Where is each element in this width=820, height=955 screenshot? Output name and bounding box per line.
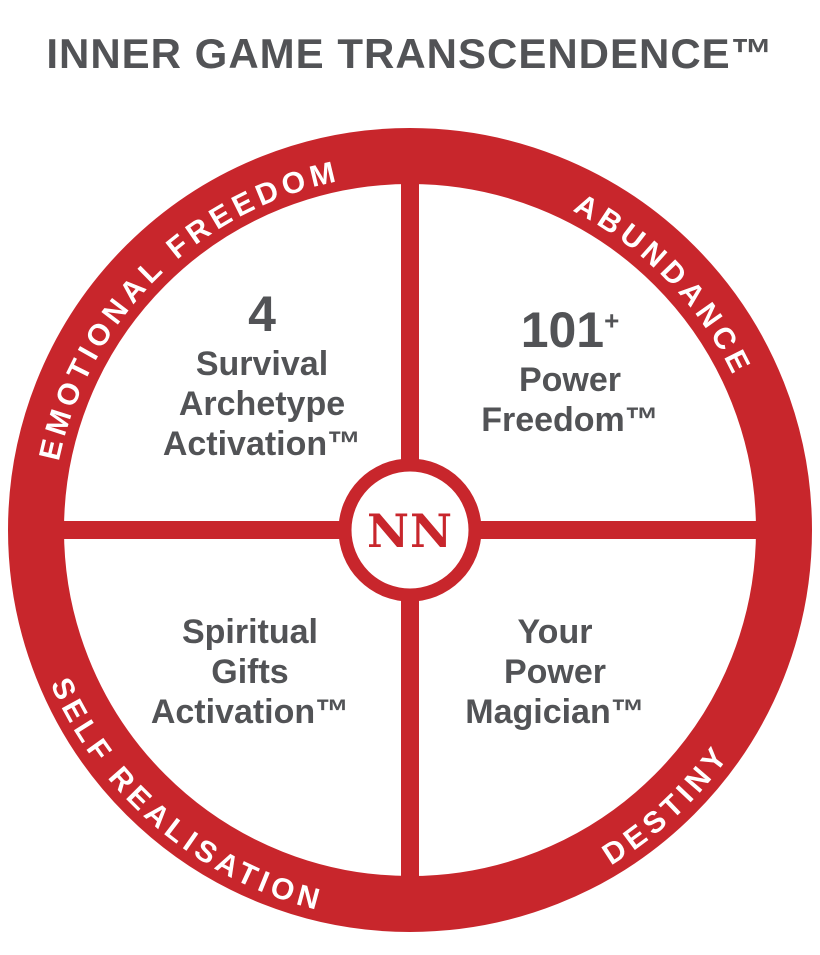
quadrant-number: 101+ [520,302,620,358]
center-monogram: NN [367,504,453,558]
quadrant-label: Your Power Magician™ [465,613,645,732]
quadrant-label: Spiritual Gifts Activation™ [150,613,350,732]
quadrant-bottom-right: Your Power Magician™ [400,612,710,732]
outer-ring [8,128,812,932]
ring-label-destiny: DESTINY [597,738,737,871]
page-title: INNER GAME TRANSCENDENCE™ [46,30,774,77]
quadrant-label: Power Freedom™ [481,360,659,439]
quadrant-label: Survival Archetype Activation™ [162,344,362,463]
number-superscript: + [604,305,620,336]
quadrant-top-left: 4 Survival Archetype Activation™ [92,286,432,464]
quadrant-top-right: 101+ Power Freedom™ [420,302,720,440]
quadrant-bottom-left: Spiritual Gifts Activation™ [95,612,405,732]
center-hub [338,458,482,602]
quadrant-number: 4 [248,286,276,342]
